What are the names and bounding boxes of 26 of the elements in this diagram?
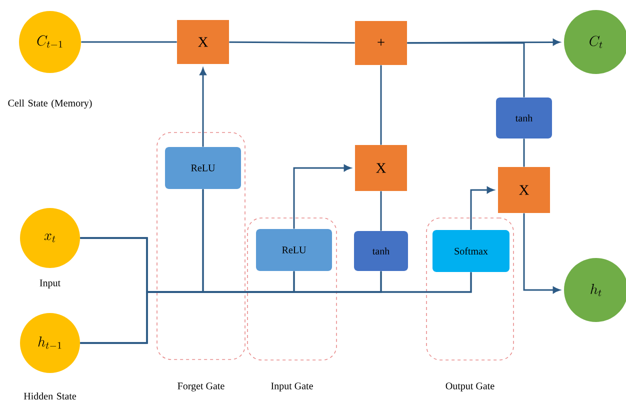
connector xyxy=(470,186,494,230)
activation-box: ReLU xyxy=(165,147,241,189)
node-label: Forget Gate xyxy=(178,382,224,392)
node-caption: Cell State (Memory) xyxy=(8,99,92,109)
connector xyxy=(380,191,382,231)
node-caption: Input xyxy=(40,280,60,288)
activation-box: Softmax xyxy=(432,230,510,272)
node-label: Input Gate xyxy=(271,382,313,392)
connector xyxy=(293,164,351,229)
operation-box: X xyxy=(177,20,229,64)
activation-box: tanh xyxy=(496,98,552,138)
activation-box: ReLU xyxy=(256,229,332,271)
connector xyxy=(523,213,560,294)
connector xyxy=(200,68,206,147)
connector xyxy=(407,42,525,98)
operation-box: + xyxy=(355,21,407,65)
connector xyxy=(81,41,177,43)
activation-box: tanh xyxy=(354,231,408,271)
node-caption: Hidden State xyxy=(24,392,76,400)
operation-box: X xyxy=(498,167,550,213)
connector xyxy=(229,41,355,44)
connector xyxy=(80,272,472,344)
connector xyxy=(523,138,525,167)
node-label: Output Gate xyxy=(446,382,494,392)
operation-box: X xyxy=(355,145,407,191)
connector xyxy=(380,65,382,145)
